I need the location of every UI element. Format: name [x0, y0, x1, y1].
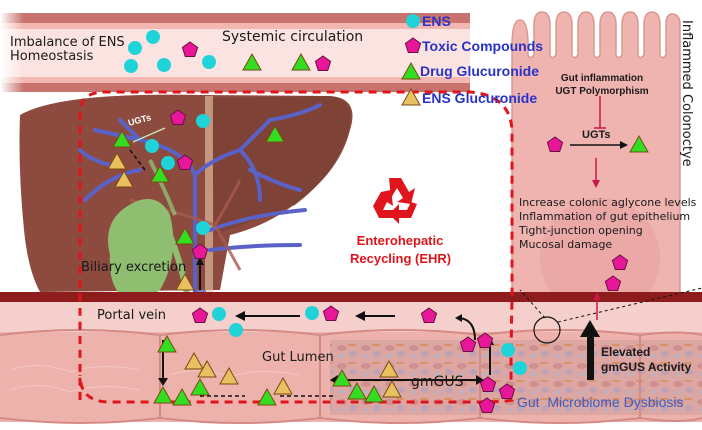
intestine [0, 329, 702, 424]
effect-item: Tight-junction opening [519, 224, 643, 237]
toxic-pentagon-icon [479, 376, 497, 392]
legend-ens-icon [406, 14, 420, 28]
toxic-pentagon-icon [498, 383, 516, 399]
drug-glucuronide-triangle-icon [153, 385, 173, 404]
elevated-gmgus-label: Elevated gmGUS Activity [601, 346, 691, 373]
ens-circle-icon [128, 41, 142, 55]
ehr-label: Enterohepatic Recycling (EHR) [350, 233, 452, 266]
ens-circle-icon [145, 139, 159, 153]
toxic-pentagon-icon [604, 275, 622, 291]
legend-drug-glucuronide: Drug Glucuronide [420, 63, 539, 79]
gut-lumen-label: Gut Lumen [262, 350, 334, 365]
ens-glucuronide-triangle-icon [184, 351, 204, 370]
effect-item: Increase colonic aglycone levels [519, 196, 697, 209]
toxic-pentagon-icon [181, 41, 199, 57]
hepatic-vessels [78, 103, 322, 302]
legend-ens: ENS [422, 13, 451, 29]
toxic-pentagon-icon [191, 243, 209, 259]
drug-glucuronide-triangle-icon [112, 129, 132, 148]
dysbiosis-label: Gut Microbiome Dysbiosis [517, 394, 684, 410]
colonocyte [511, 11, 681, 318]
drug-glucuronide-triangle-icon [172, 387, 192, 406]
ens-circle-icon [146, 30, 160, 44]
ens-circle-icon [157, 58, 171, 72]
ens-glucuronide-triangle-icon [197, 359, 217, 378]
effect-item: Mucosal damage [519, 238, 613, 251]
toxic-pentagon-icon [191, 307, 209, 323]
legend-ens-glucuronide: ENS Glucuronide [422, 90, 538, 106]
ens-circle-icon [229, 323, 243, 337]
cause-inflammation: Gut inflammation [560, 73, 644, 84]
portal-vein [0, 292, 702, 332]
drug-glucuronide-triangle-icon [265, 124, 285, 143]
toxic-pentagon-icon [420, 307, 438, 323]
molecule-markers [107, 14, 649, 413]
toxic-pentagon-icon [176, 154, 194, 170]
ens-glucuronide-triangle-icon [114, 169, 134, 188]
biliary-excretion-label: Biliary excretion [81, 260, 187, 275]
systemic-circulation-label: Systemic circulation [222, 29, 364, 45]
ens-circle-icon [196, 114, 210, 128]
elevated-line2: gmGUS Activity [601, 359, 692, 374]
ens-circle-icon [305, 306, 319, 320]
legend-toxic-icon [404, 37, 422, 53]
toxic-pentagon-icon [322, 305, 340, 321]
ens-circle-icon [161, 156, 175, 170]
ens-glucuronide-triangle-icon [379, 359, 399, 378]
toxic-pentagon-icon [476, 332, 494, 348]
cause-polymorphism: UGT Polymorphism [555, 85, 649, 97]
colonocyte-toxic-icon [546, 136, 564, 152]
effect-item: Inflammation of gut epithelium [519, 210, 691, 223]
ens-glucuronide-triangle-icon [219, 366, 239, 385]
toxic-pentagon-icon [459, 336, 477, 352]
drug-glucuronide-triangle-icon [157, 334, 177, 353]
systemic-vessel [0, 13, 470, 92]
ehr-line2: Recycling (EHR) [350, 250, 452, 266]
elevated-line1: Elevated [601, 345, 651, 359]
toxic-pentagon-icon [611, 254, 629, 270]
colonocyte-effects: Increase colonic aglycone levels Inflamm… [519, 196, 696, 251]
colonocyte-title: Inflammed Colonoctye [679, 20, 694, 167]
ens-circle-icon [212, 307, 226, 321]
drug-glucuronide-triangle-icon [257, 387, 277, 406]
ens-circle-icon [124, 59, 138, 73]
ens-glucuronide-triangle-icon [273, 376, 293, 395]
ens-circle-icon [513, 361, 527, 375]
toxic-pentagon-icon [169, 109, 187, 125]
recycle-icon [373, 178, 417, 224]
drug-glucuronide-triangle-icon [150, 164, 170, 183]
colonocyte-ugts-label: UGTs [582, 129, 611, 141]
ens-circle-icon [196, 221, 210, 235]
colonocyte-cause: Gut inflammation UGT Polymorphism [550, 73, 654, 97]
gmgus-label: gmGUS [411, 374, 464, 390]
colonocyte-glucuronide-icon [629, 134, 649, 153]
imbalance-label: Imbalance of ENS Homeostasis [10, 35, 125, 64]
drug-glucuronide-triangle-icon [332, 368, 352, 387]
portal-vein-label: Portal vein [97, 308, 167, 323]
ens-circle-icon [501, 343, 515, 357]
drug-glucuronide-triangle-icon [291, 52, 311, 71]
drug-glucuronide-triangle-icon [347, 381, 367, 400]
drug-glucuronide-triangle-icon [242, 52, 262, 71]
toxic-pentagon-icon [478, 397, 496, 413]
drug-glucuronide-triangle-icon [175, 226, 195, 245]
flow-arrows [162, 265, 491, 381]
legend-toxic: Toxic Compounds [422, 38, 544, 54]
legend-drug-glucuronide-icon [401, 61, 421, 80]
drug-glucuronide-triangle-icon [190, 377, 210, 396]
ehr-dashed-loop [78, 90, 514, 404]
legend-ens-glucuronide-icon [401, 87, 421, 106]
ens-glucuronide-triangle-icon [107, 151, 127, 170]
ens-glucuronide-triangle-icon [175, 272, 195, 291]
ehr-line1: Enterohepatic [356, 233, 444, 248]
drug-glucuronide-triangle-icon [364, 384, 384, 403]
elevated-arrow [587, 335, 594, 380]
zoom-circle [533, 316, 561, 344]
ens-circle-icon [202, 55, 216, 69]
ens-glucuronide-triangle-icon [382, 379, 402, 398]
toxic-pentagon-icon [314, 55, 332, 71]
